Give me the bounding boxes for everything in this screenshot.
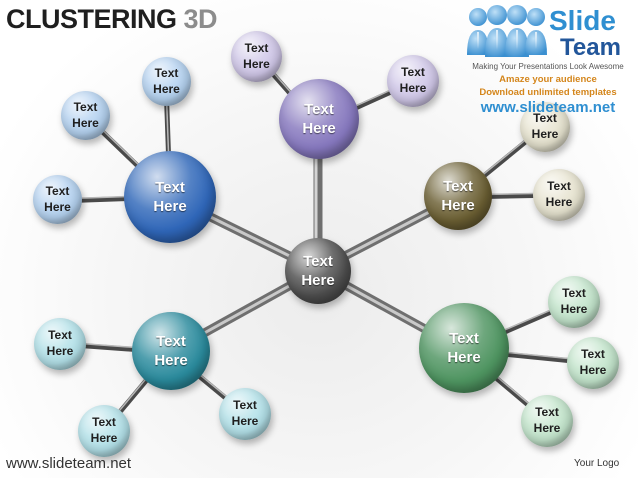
blue-child-1-line1: Text <box>154 65 179 80</box>
green-child-3-line2: Here <box>533 421 561 435</box>
purple-child-2-line1: Text <box>401 65 425 80</box>
green-child-1-line2: Here <box>560 302 588 316</box>
slideteam-logo: Slide Team Making Your Presentations Loo… <box>460 3 636 125</box>
brand-url[interactable]: www.slideteam.net <box>480 99 616 116</box>
blue-child-3-line2: Here <box>44 199 71 214</box>
slide-title: CLUSTERING 3D <box>6 4 218 35</box>
blue-main-line2: Here <box>153 198 187 215</box>
olive-child-1-line1: Text <box>533 111 557 126</box>
teal-child-2-line1: Text <box>233 398 257 413</box>
footer-logo-placeholder: Your Logo <box>574 458 620 469</box>
teal-main-line1: Text <box>156 332 186 350</box>
teal-child-1-line2: Here <box>46 344 74 358</box>
blue-child-2-line1: Text <box>73 99 98 114</box>
green-child-2-line2: Here <box>579 363 607 377</box>
purple-main-line2: Here <box>302 120 336 137</box>
blue-child-2-line2: Here <box>72 115 99 130</box>
brand-tagline: Making Your Presentations Look Awesome <box>472 62 624 71</box>
people-icon <box>467 5 547 57</box>
teal-child-3-line1: Text <box>92 415 116 430</box>
promo-line-2: Download unlimited templates <box>479 87 617 98</box>
teal-main-line2: Here <box>154 352 188 369</box>
center-node-line2: Here <box>301 272 335 289</box>
title-3d: 3D <box>183 4 218 34</box>
brand-name-top: Slide <box>549 5 616 36</box>
olive-child-2-line2: Here <box>545 195 573 209</box>
olive-main-line1: Text <box>443 177 473 195</box>
blue-child-1-line2: Here <box>153 81 180 96</box>
olive-child-2-line1: Text <box>547 179 571 194</box>
purple-main-line1: Text <box>304 100 334 118</box>
blue-main-line1: Text <box>155 178 185 196</box>
green-child-2-line1: Text <box>581 347 605 362</box>
teal-child-3-line2: Here <box>90 431 118 445</box>
teal-child-1-line1: Text <box>48 328 72 343</box>
brand-name-bottom: Team <box>560 34 621 61</box>
green-main-line2: Here <box>447 349 481 366</box>
teal-child-2-line2: Here <box>231 414 259 428</box>
olive-main-line2: Here <box>441 197 475 214</box>
purple-child-1-line2: Here <box>243 56 270 71</box>
promo-line-1: Amaze your audience <box>499 74 597 85</box>
blue-child-3-line1: Text <box>45 183 70 198</box>
green-main-line1: Text <box>449 329 479 347</box>
green-child-3-line1: Text <box>535 405 559 420</box>
footer-url[interactable]: www.slideteam.net <box>6 455 132 472</box>
green-child-1-line1: Text <box>562 286 586 301</box>
purple-child-1-line1: Text <box>244 40 269 55</box>
olive-child-1-line2: Here <box>531 127 559 141</box>
purple-child-2-line2: Here <box>399 81 427 95</box>
title-main: CLUSTERING <box>6 4 177 34</box>
center-node-line1: Text <box>303 252 333 270</box>
